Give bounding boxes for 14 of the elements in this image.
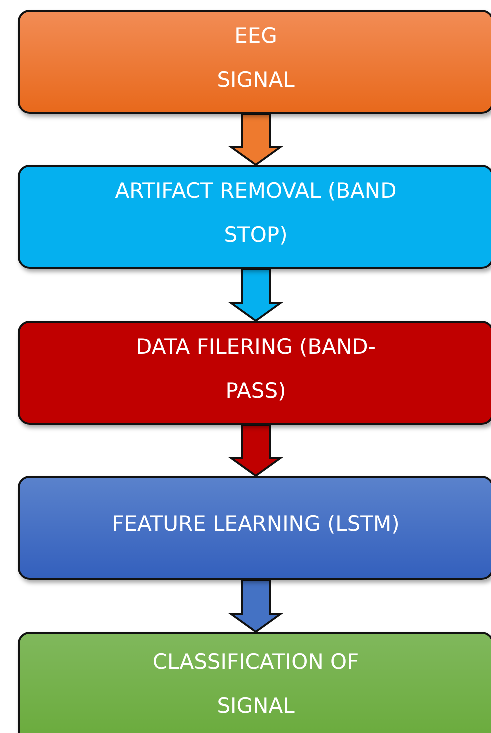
block-arrow — [228, 268, 284, 322]
box-label: CLASSIFICATION OF SIGNAL — [152, 649, 360, 720]
block-arrow — [228, 579, 284, 634]
box-label: DATA FILERING (BAND-PASS) — [135, 334, 377, 405]
box-label: FEATURE LEARNING (LSTM) — [112, 511, 400, 538]
block-arrow — [228, 424, 284, 478]
process-box — [18, 165, 491, 269]
process-box — [18, 632, 491, 733]
process-box — [18, 321, 491, 425]
process-box — [18, 476, 491, 580]
box-label: ARTIFACT REMOVAL (BAND STOP) — [114, 178, 398, 249]
block-arrow — [228, 113, 284, 166]
box-label: EEG SIGNAL — [216, 23, 296, 94]
process-box — [18, 10, 491, 114]
